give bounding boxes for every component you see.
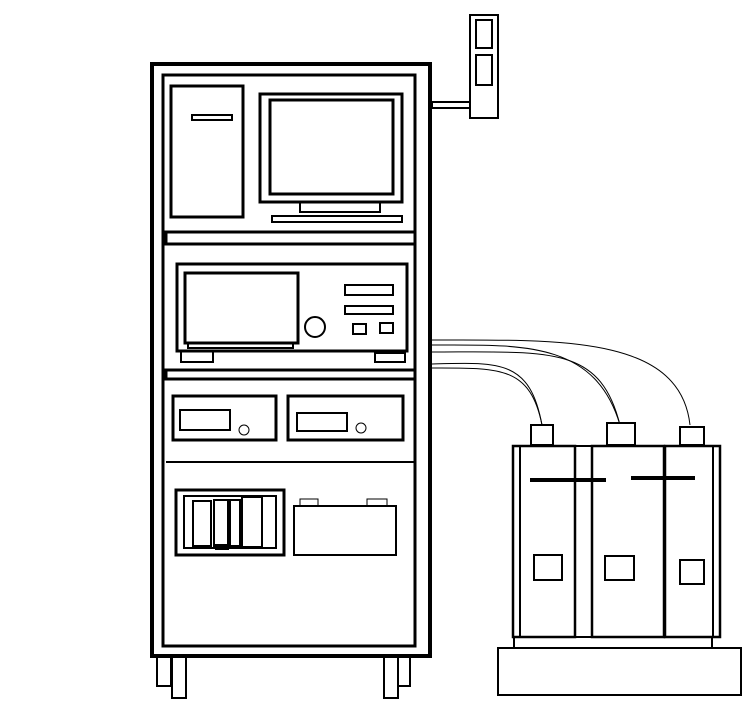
cylinder-base-pallet: [497, 636, 742, 696]
controller-module-left: [171, 394, 278, 442]
gas-line-2: [431, 344, 621, 426]
rack-leg-right-front: [383, 655, 399, 699]
side-mounted-controller: [431, 14, 499, 119]
control-knob: [304, 316, 326, 338]
gas-lines: [431, 339, 691, 426]
cylinder-2-window: [604, 555, 635, 581]
cylinder-3-body: [663, 444, 722, 639]
monitor-screen: [268, 98, 395, 196]
rack-legs: [156, 655, 411, 699]
pallet-top-plate: [513, 636, 713, 649]
rack-shelf-2: [164, 368, 417, 381]
cylinder-1-body: [511, 444, 577, 639]
cylinder-2-valve: [606, 422, 636, 446]
gas-line-3b: [431, 367, 543, 426]
instrument-chassis: [175, 262, 409, 353]
drive-slot: [191, 114, 233, 121]
controller-module-right: [286, 394, 405, 442]
controller-left-knob: [238, 424, 250, 436]
dual-controller-module: [166, 394, 414, 463]
readout-panel-2: [344, 305, 394, 315]
controller-body: [469, 14, 499, 119]
terminal-1: [192, 500, 212, 547]
terminal-clip: [215, 544, 229, 550]
power-supply-module: [174, 488, 397, 557]
top-bay: [164, 84, 417, 246]
cylinder-2-body: [590, 444, 666, 639]
crt-monitor: [258, 92, 404, 223]
battery-terminal-left: [299, 498, 319, 507]
rack-leg-left-front: [171, 655, 187, 699]
terminal-block-frame: [174, 488, 286, 557]
foot-right: [374, 352, 406, 363]
rack-inner-frame: [161, 73, 417, 648]
controller-right-display: [296, 412, 348, 432]
instrument-unit: [164, 262, 417, 381]
terminal-block-inner: [183, 495, 277, 549]
computer-tower: [169, 84, 245, 219]
terminal-3: [229, 499, 241, 547]
controller-right-knob: [355, 422, 367, 434]
controller-left-display: [179, 409, 231, 431]
gas-line-2b: [431, 351, 621, 426]
pallet-body: [497, 647, 742, 696]
gas-line-3: [431, 362, 543, 426]
cylinder-1-valve: [530, 424, 554, 446]
cylinder-label-bar-1: [530, 478, 606, 482]
button-2: [379, 322, 394, 334]
readout-panel-1: [344, 284, 394, 296]
gas-line-1: [431, 339, 691, 426]
rack-outer-frame: [150, 62, 432, 658]
cylinder-3-valve: [679, 426, 705, 446]
controller-mount-arm: [431, 101, 471, 109]
keyboard-tray: [271, 215, 403, 223]
battery-unit: [293, 505, 397, 556]
cylinder-label-bar-2: [631, 476, 695, 480]
controller-display: [475, 19, 493, 49]
equipment-rack: [150, 62, 432, 658]
battery-terminal-right: [366, 498, 388, 507]
cylinder-1-window: [533, 554, 563, 581]
foot-left: [180, 350, 214, 363]
rack-leg-left-rear: [156, 655, 172, 687]
controller-keypad: [475, 54, 493, 86]
terminal-4: [241, 496, 263, 548]
gas-cylinders: [511, 422, 722, 639]
rack-shelf-1: [164, 230, 417, 246]
button-1: [352, 323, 367, 335]
monitor-stand: [299, 201, 381, 213]
display-base: [187, 342, 294, 349]
cylinder-3-window: [679, 559, 705, 585]
